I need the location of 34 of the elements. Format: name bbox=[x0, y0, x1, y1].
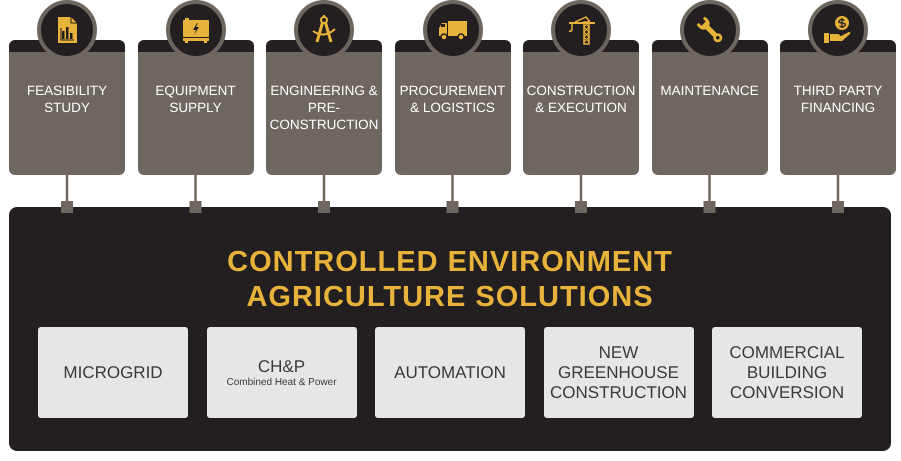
connector bbox=[832, 175, 844, 213]
service-card bbox=[266, 40, 382, 175]
connector bbox=[318, 175, 330, 213]
solution-label: COMMERCIAL BUILDING CONVERSION bbox=[728, 342, 846, 402]
service-card bbox=[138, 40, 254, 175]
solution-box bbox=[375, 327, 525, 418]
service-label: THIRD PARTY FINANCING bbox=[792, 82, 884, 116]
service-label: FEASIBILITY STUDY bbox=[26, 82, 108, 116]
service-card bbox=[523, 40, 639, 175]
connector bbox=[704, 175, 716, 213]
solutions-panel bbox=[9, 207, 891, 451]
connector bbox=[446, 175, 458, 213]
solution-label: CH&P bbox=[258, 356, 306, 376]
service-card bbox=[780, 40, 896, 175]
solution-label: AUTOMATION bbox=[394, 362, 506, 382]
service-label: ENGINEERING & PRE-CONSTRUCTION bbox=[268, 82, 380, 133]
service-label: PROCUREMENT & LOGISTICS bbox=[398, 82, 506, 116]
solution-box bbox=[38, 327, 188, 418]
panel-title: CONTROLLED ENVIRONMENT AGRICULTURE SOLUTIONS bbox=[226, 245, 674, 315]
connector bbox=[190, 175, 202, 213]
solution-label: MICROGRID bbox=[63, 362, 163, 382]
solution-box bbox=[544, 327, 694, 418]
service-card bbox=[652, 40, 768, 175]
solution-box bbox=[206, 327, 356, 418]
service-card bbox=[394, 40, 510, 175]
solution-subtitle: Combined Heat & Power bbox=[226, 376, 337, 388]
service-label: EQUIPMENT SUPPLY bbox=[154, 82, 237, 116]
connector bbox=[575, 175, 587, 213]
solution-label: NEW GREENHOUSE CONSTRUCTION bbox=[549, 342, 688, 402]
service-card bbox=[9, 40, 125, 175]
service-label: MAINTENANCE bbox=[659, 82, 760, 99]
connector bbox=[61, 175, 73, 213]
service-label: CONSTRUCTION & EXECUTION bbox=[526, 82, 636, 116]
solution-box bbox=[712, 327, 862, 418]
